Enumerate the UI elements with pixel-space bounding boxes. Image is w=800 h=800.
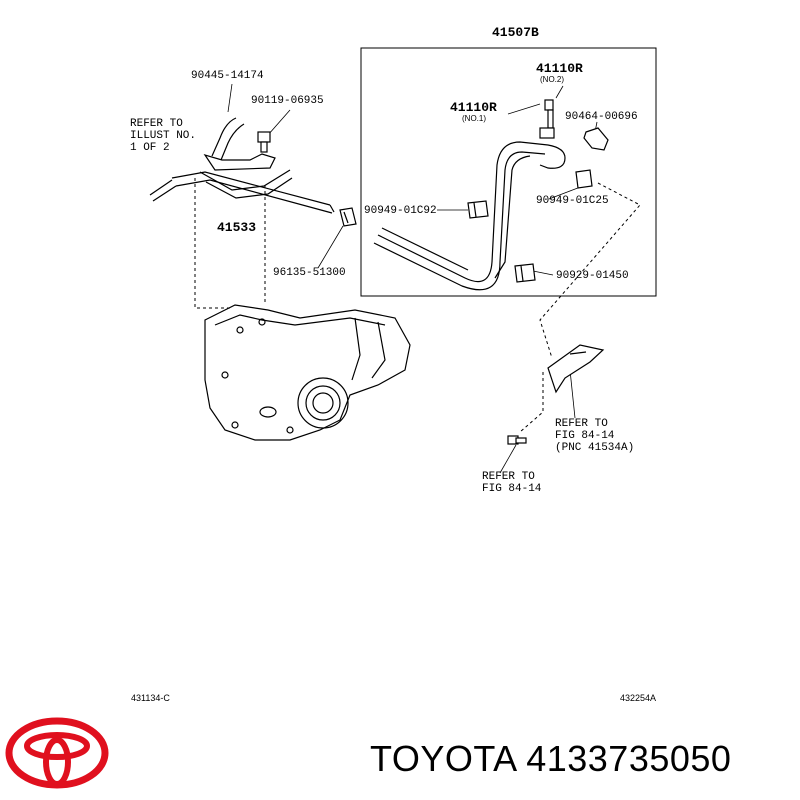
refer-note-2-line2: FIG 84-14 (555, 430, 615, 442)
refer-note-1-line1: REFER TO (130, 118, 183, 130)
clip-90464 (583, 127, 609, 151)
label-41110r-no1: 41110R (450, 100, 497, 115)
label-90949-01c92: 90949-01C92 (364, 205, 437, 217)
bolt-lower (507, 435, 527, 445)
part-number: 4133735050 (526, 738, 732, 779)
union-41110r (539, 99, 555, 139)
clip-90949-01c92 (467, 200, 489, 219)
label-90929-01450: 90929-01450 (556, 270, 629, 282)
bolt-90119 (257, 131, 271, 153)
clip-90929 (514, 263, 536, 283)
clamp-96135 (339, 207, 357, 227)
bracket-41534a (547, 344, 605, 394)
refer-note-3-line1: REFER TO (482, 471, 535, 483)
label-no1: (NO.1) (462, 114, 486, 123)
dashed-guides (194, 178, 641, 433)
toyota-logo-icon (5, 717, 109, 789)
refer-note-2-line3: (PNC 41534A) (555, 442, 634, 454)
brand-name: TOYOTA (370, 738, 516, 779)
label-no2: (NO.2) (540, 75, 564, 84)
clip-90949-01c25 (575, 169, 593, 189)
label-90119-06935: 90119-06935 (251, 95, 324, 107)
refer-note-1-line3: 1 OF 2 (130, 142, 170, 154)
illustration-code-left: 431134-C (131, 693, 170, 703)
label-41533: 41533 (217, 220, 256, 235)
refer-note-2-line1: REFER TO (555, 418, 608, 430)
label-41507b: 41507B (492, 25, 539, 40)
transfer-case-housing (204, 304, 411, 441)
label-41110r-no2: 41110R (536, 61, 583, 76)
illustration-code-right: 432254A (620, 693, 656, 703)
label-90445-14174: 90445-14174 (191, 70, 264, 82)
label-90949-01c25: 90949-01C25 (536, 195, 609, 207)
breather-pipe-41533 (149, 117, 335, 214)
leader-lines (227, 83, 598, 474)
breather-tube-41110r (373, 141, 566, 291)
brand-part-number: TOYOTA 4133735050 (370, 738, 731, 780)
refer-note-1-line2: ILLUST NO. (130, 130, 196, 142)
refer-note-3-line2: FIG 84-14 (482, 483, 542, 495)
label-90464-00696: 90464-00696 (565, 111, 638, 123)
assembly-box (360, 47, 657, 297)
label-96135-51300: 96135-51300 (273, 267, 346, 279)
